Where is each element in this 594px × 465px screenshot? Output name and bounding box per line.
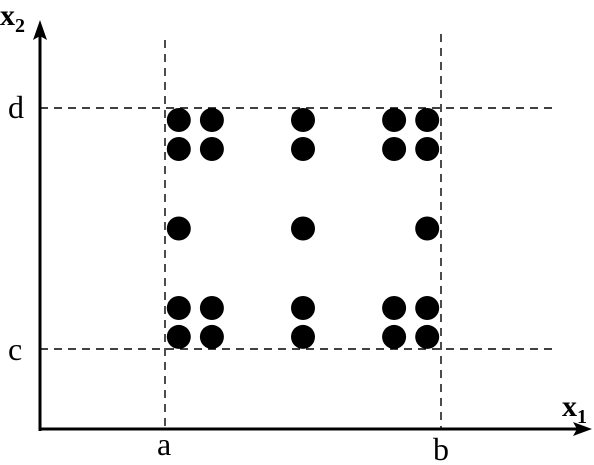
sample-point [166,324,191,349]
sample-point [415,324,440,349]
x1-axis-label-subscript: 1 [577,406,587,428]
x2-axis-label: x2 [0,0,25,37]
x2-axis-label-name: x [0,0,15,32]
sample-point [382,296,407,320]
sample-points [166,108,440,349]
bound-label-d: d [8,89,24,125]
bound-label-a: a [157,426,171,462]
sample-point [166,216,191,241]
x2-axis-label-subscript: 2 [15,15,25,37]
sample-point [291,216,315,241]
sample-point [166,296,191,320]
sample-point [382,324,407,349]
sample-point [199,137,224,161]
x1-axis-label: x1 [562,390,587,428]
sample-point [291,296,315,320]
x2-axis-arrowhead [33,20,47,40]
x1-axis-arrowhead [573,422,592,436]
sample-point [166,108,191,132]
bound-label-b: b [433,431,449,465]
sample-point [415,216,440,241]
bound-label-c: c [8,331,22,367]
sample-point [199,108,224,132]
sample-point [166,137,191,161]
sample-point [291,324,315,349]
sample-point [415,296,440,320]
x1-axis-label-name: x [562,390,577,423]
sample-point [415,108,440,132]
sample-point [199,296,224,320]
sample-point [199,324,224,349]
sample-point [291,108,315,132]
sample-point [415,137,440,161]
sample-point [382,137,407,161]
sample-point [291,137,315,161]
sample-point [382,108,407,132]
